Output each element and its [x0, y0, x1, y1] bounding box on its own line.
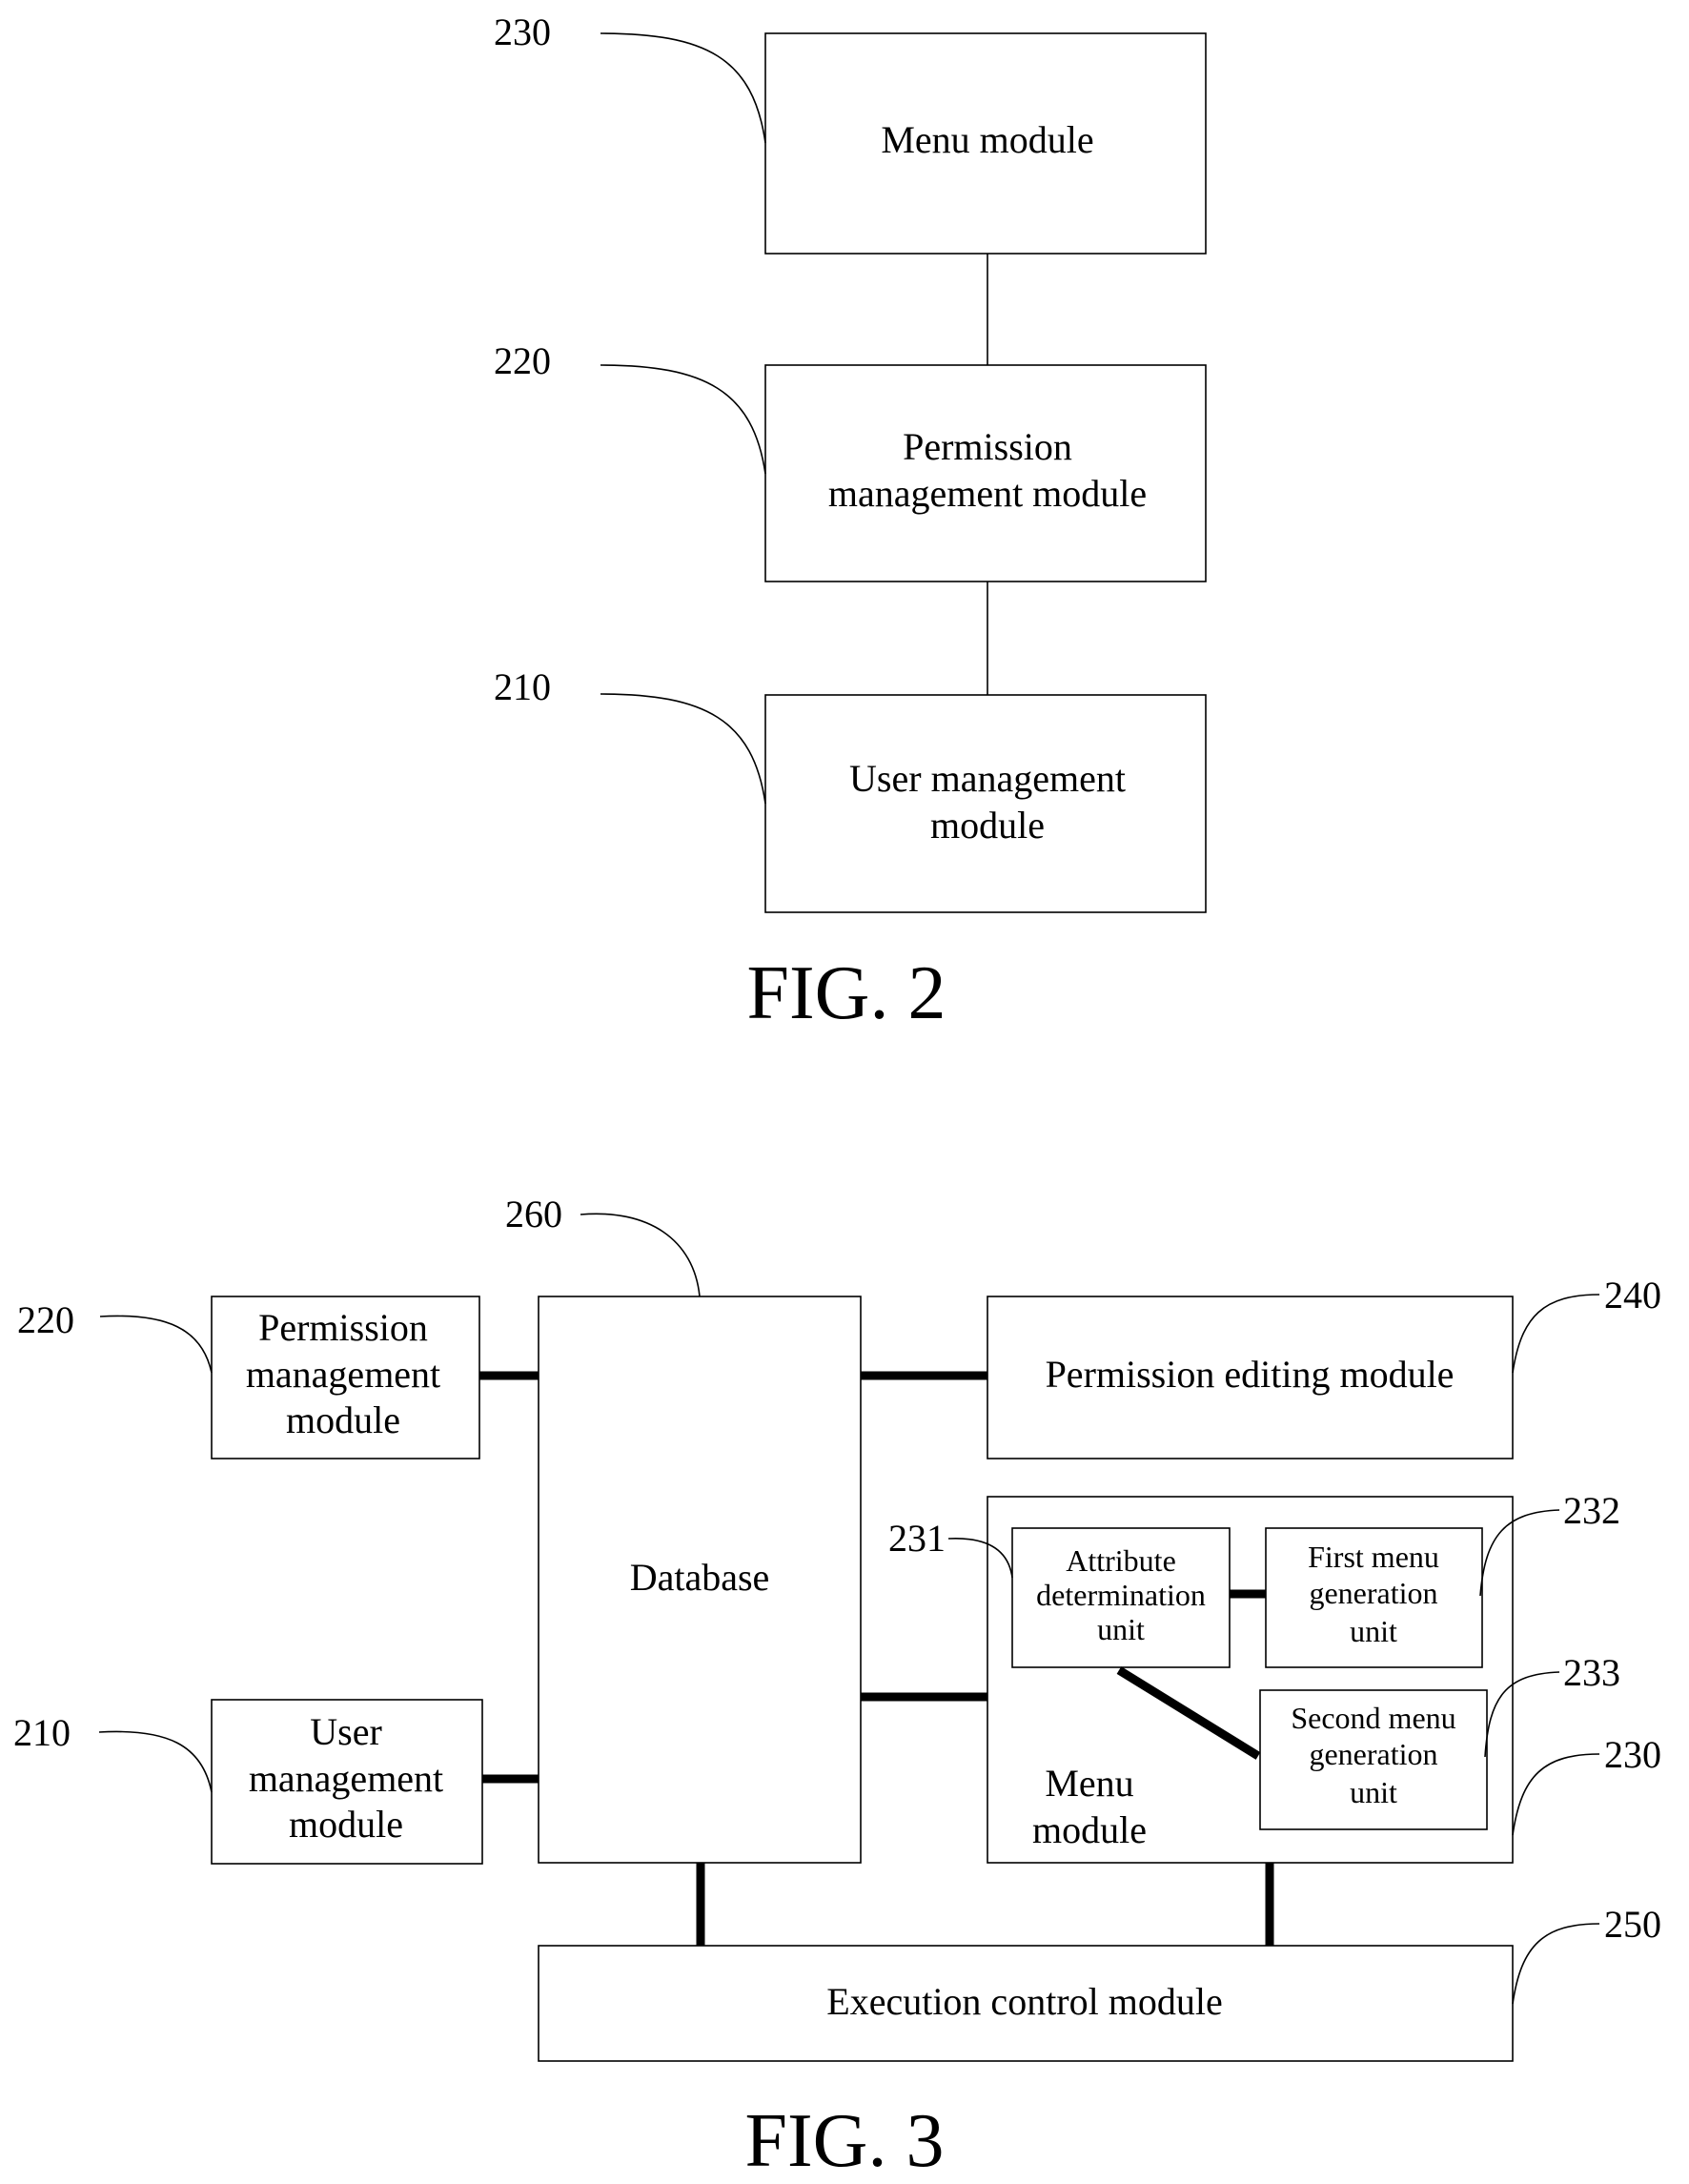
fig3-ref-240: 240 — [1604, 1274, 1661, 1317]
fig3-second-menu-generation-unit-label-line3: unit — [1350, 1775, 1397, 1809]
fig2-menu-module: Menu module — [765, 33, 1206, 254]
fig3-execution-control-module-label: Execution control module — [826, 1980, 1222, 2023]
fig3-ref-233: 233 — [1563, 1651, 1620, 1694]
fig3-second-menu-generation-unit-label-line2: generation — [1309, 1737, 1437, 1771]
fig3-ref-220: 220 — [17, 1298, 74, 1341]
fig3-user-management-module-label-line2: management — [249, 1757, 443, 1800]
fig2-menu-module-label: Menu module — [881, 118, 1093, 161]
fig3-leader-250 — [1513, 1924, 1599, 2004]
fig3-menu-module-label-line1: Menu — [1045, 1762, 1133, 1805]
fig2-permission-management-module: Permission management module — [765, 365, 1206, 582]
fig3-ref-210: 210 — [13, 1711, 71, 1754]
fig2-ref-230: 230 — [494, 10, 551, 53]
fig3-user-management-module: User management module — [212, 1700, 482, 1864]
fig3-first-menu-generation-unit-label-line2: generation — [1309, 1576, 1437, 1610]
fig2-user-management-module: User management module — [765, 695, 1206, 912]
fig2-leader-220 — [600, 365, 765, 474]
fig3-permission-management-module-label-line3: module — [286, 1398, 400, 1441]
fig3-permission-editing-module: Permission editing module — [987, 1296, 1513, 1459]
fig3-leader-230 — [1513, 1754, 1599, 1835]
fig3-leader-260 — [580, 1214, 700, 1296]
fig3-permission-management-module-label-line1: Permission — [258, 1306, 428, 1349]
fig3-execution-control-module: Execution control module — [539, 1946, 1513, 2061]
fig3-permission-management-module: Permission management module — [212, 1296, 479, 1459]
fig3-caption: FIG. 3 — [745, 2099, 945, 2183]
fig3-database: Database — [539, 1296, 861, 1863]
fig3-ref-260: 260 — [505, 1193, 562, 1235]
fig3-menu-module-label-line2: module — [1032, 1808, 1147, 1851]
fig3-leader-210 — [99, 1731, 212, 1792]
fig3-leader-220 — [100, 1316, 212, 1373]
fig3-database-label: Database — [630, 1556, 770, 1599]
fig3-ref-231: 231 — [888, 1517, 946, 1560]
fig2: Menu module 230 Permission management mo… — [494, 10, 1206, 1035]
fig3-permission-editing-module-label: Permission editing module — [1046, 1353, 1455, 1396]
fig3-user-management-module-label-line3: module — [289, 1803, 403, 1846]
fig3-attribute-determination-unit-label-line3: unit — [1097, 1612, 1145, 1646]
fig3-permission-management-module-label-line2: management — [246, 1353, 440, 1396]
fig3-second-menu-generation-unit-label-line1: Second menu — [1291, 1701, 1455, 1735]
fig3-ref-232: 232 — [1563, 1489, 1620, 1532]
fig2-ref-220: 220 — [494, 339, 551, 382]
fig3-ref-250: 250 — [1604, 1903, 1661, 1946]
fig2-user-management-module-label-line2: module — [930, 804, 1045, 847]
fig2-leader-210 — [600, 694, 765, 804]
fig2-leader-230 — [600, 33, 765, 143]
fig3-second-menu-generation-unit: Second menu generation unit — [1260, 1690, 1487, 1829]
fig2-caption: FIG. 2 — [747, 951, 946, 1035]
fig2-permission-management-module-label-line2: management module — [828, 472, 1147, 515]
fig3-first-menu-generation-unit-label-line1: First menu — [1308, 1540, 1439, 1574]
fig3-attribute-determination-unit-label-line2: determination — [1036, 1578, 1206, 1612]
fig3-first-menu-generation-unit-label-line3: unit — [1350, 1614, 1397, 1648]
fig2-ref-210: 210 — [494, 665, 551, 708]
fig2-permission-management-module-label-line1: Permission — [903, 425, 1072, 468]
fig3: Permission management module 220 User ma… — [13, 1193, 1661, 2183]
fig3-leader-240 — [1513, 1295, 1599, 1373]
fig2-user-management-module-label-line1: User management — [849, 757, 1126, 800]
fig3-first-menu-generation-unit: First menu generation unit — [1266, 1528, 1482, 1667]
fig3-user-management-module-label-line1: User — [310, 1710, 382, 1753]
fig3-ref-230: 230 — [1604, 1733, 1661, 1776]
fig3-attribute-determination-unit-label-line1: Attribute — [1066, 1543, 1176, 1578]
fig3-attribute-determination-unit: Attribute determination unit — [1012, 1528, 1230, 1667]
